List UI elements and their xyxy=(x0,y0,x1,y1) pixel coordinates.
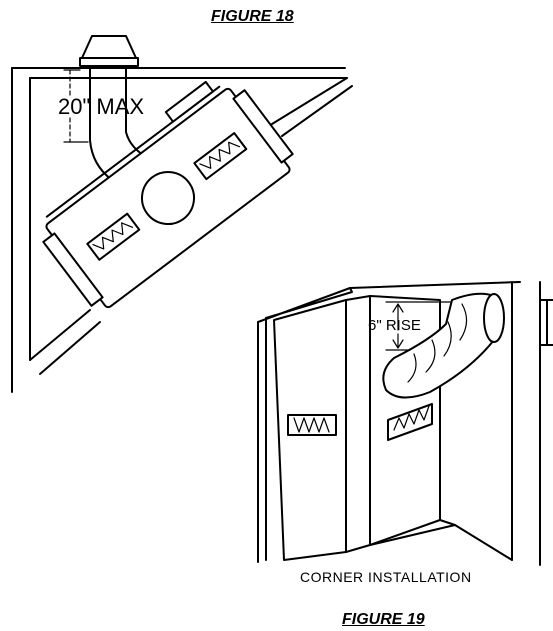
fig18-diagonal-wall-lower-b xyxy=(39,321,101,375)
fig18-right-grille-louvers xyxy=(199,141,241,169)
fig18-vent-pipe-left xyxy=(89,65,113,181)
fig18-heater-left-cap xyxy=(42,232,104,307)
fig19-flex-duct-ribs xyxy=(407,303,468,383)
fig18-vent-cap xyxy=(81,35,137,59)
fig19-left-grille-louvers xyxy=(293,417,330,433)
fig18-heater-body xyxy=(42,80,294,309)
fig18-diagonal-wall-upper-b xyxy=(281,85,353,137)
fig18-heater-top-block xyxy=(164,80,214,123)
fig19-right-grille-louvers xyxy=(393,405,430,431)
fig19-back-panel xyxy=(369,295,441,546)
fig19-door-frame-top xyxy=(257,287,353,323)
fig18-left-grille-louvers xyxy=(92,222,134,250)
fig18-dimension-label: 20" MAX xyxy=(58,94,144,119)
figure-18-title: FIGURE 18 xyxy=(211,8,294,25)
figure-19-drawing: 6" RISE CORNER INSTALLATION xyxy=(257,281,553,585)
figure-18-drawing: 20" MAX xyxy=(11,35,353,393)
fig19-back-wall-edge xyxy=(349,281,521,289)
fig19-floor-right xyxy=(439,519,456,526)
figure-19-title: FIGURE 19 xyxy=(342,611,425,628)
fig19-dimension-label: 6" RISE xyxy=(368,317,421,334)
fig18-diagonal-wall-lower-a xyxy=(29,309,91,361)
fig19-right-side-box xyxy=(539,299,553,346)
fig19-caption: CORNER INSTALLATION xyxy=(300,569,472,585)
fig19-right-panel xyxy=(345,295,371,553)
fig18-heater-right-cap xyxy=(232,89,294,164)
fig19-floor-left xyxy=(369,524,513,561)
fig19-rise-arrow-down xyxy=(392,333,404,349)
fig18-diagonal-wall-upper-a xyxy=(271,77,348,125)
fig19-duct-opening xyxy=(483,293,505,343)
fig19-rise-arrow-up xyxy=(392,303,404,331)
fig18-heater-burner-circle xyxy=(141,171,195,225)
fig18-vent-flange xyxy=(79,57,139,67)
fig19-right-grille xyxy=(387,403,433,441)
